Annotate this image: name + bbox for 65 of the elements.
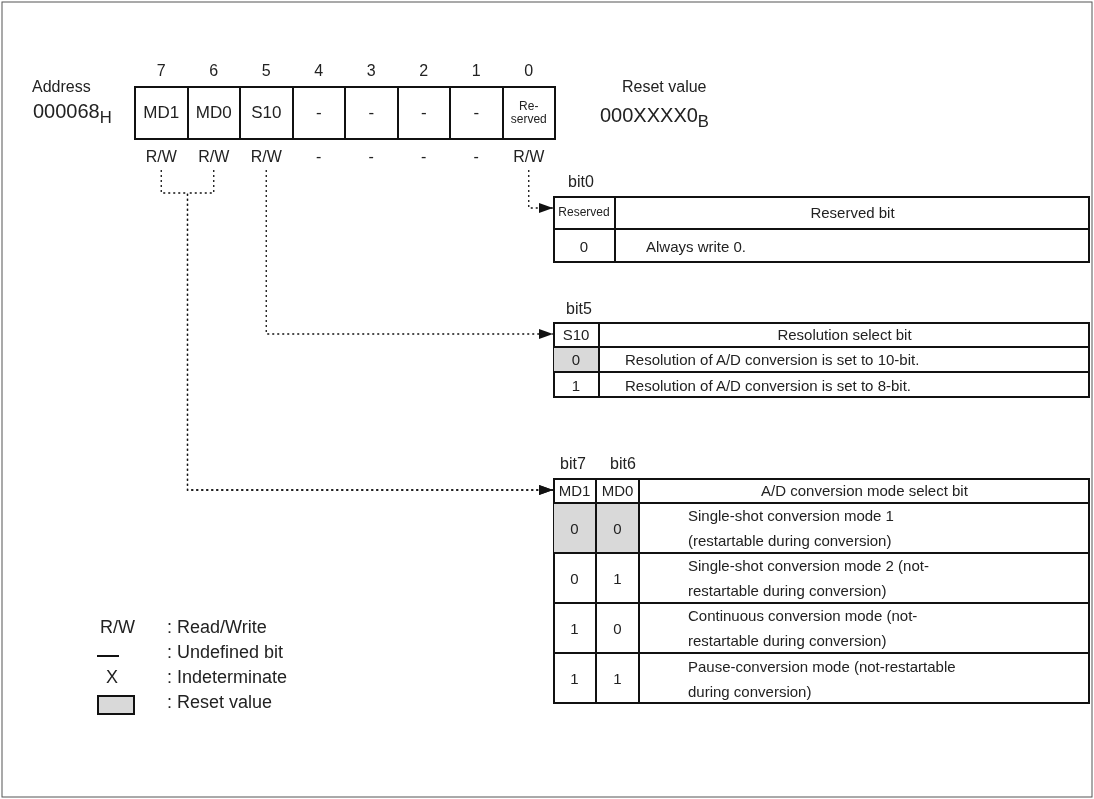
bit-name-cell: MD1: [553, 478, 596, 503]
bit-field-cell: Re- served: [501, 86, 556, 140]
value-cell: 0: [596, 603, 639, 653]
bit-field-cell: -: [449, 86, 504, 140]
dotted-arrow: [528, 169, 554, 213]
value-cell: 0: [553, 553, 596, 603]
bit-field-cell: S10: [239, 86, 294, 140]
bit-field-cell: -: [344, 86, 399, 140]
description-cell: Resolution of A/D conversion is set to 10-bit.: [599, 347, 1090, 372]
bit-field-cell: MD0: [186, 86, 241, 140]
bit-number: 6: [209, 62, 219, 80]
bit-name-cell: Reserved: [553, 196, 615, 229]
bit-number: 4: [314, 62, 324, 80]
header-cell: Reserved bit: [615, 196, 1090, 229]
value-cell: 0: [596, 503, 639, 553]
bit-number: 0: [524, 62, 534, 80]
description-cell: Always write 0.: [615, 229, 1090, 263]
value-cell: 1: [553, 372, 599, 398]
value-cell: 1: [553, 653, 596, 704]
bit-number: 7: [156, 62, 166, 80]
value-cell: 1: [553, 603, 596, 653]
reset-value-label: Reset value: [622, 78, 707, 96]
access-label: -: [473, 148, 479, 166]
bit-number: 1: [471, 62, 481, 80]
legend-symbol: X: [106, 667, 118, 688]
dotted-arrow: [265, 169, 554, 339]
bit-label: bit5: [566, 300, 592, 318]
legend-text: : Undefined bit: [167, 642, 284, 663]
bit-number: 3: [366, 62, 376, 80]
header-cell: Resolution select bit: [599, 322, 1090, 347]
bit-label: bit6: [610, 455, 636, 473]
value-cell: 1: [596, 553, 639, 603]
value-cell: 1: [596, 653, 639, 704]
header-cell: A/D conversion mode select bit: [639, 478, 1090, 503]
value-cell: 0: [553, 347, 599, 372]
legend-text: : Reset value: [167, 692, 273, 713]
bit-name-cell: S10: [553, 322, 599, 347]
access-label: R/W: [513, 148, 545, 166]
bit-number: 5: [261, 62, 271, 80]
address-value: 000068$_{H}$: [33, 100, 112, 128]
bit-field-cell: -: [291, 86, 346, 140]
bit-number: 2: [419, 62, 429, 80]
value-cell: 0: [553, 229, 615, 263]
access-label: -: [421, 148, 427, 166]
reset-value: 000XXXX0$_{B}$: [600, 104, 709, 132]
bit-label: bit0: [568, 173, 594, 191]
description-cell: Resolution of A/D conversion is set to 8-bit.: [599, 372, 1090, 398]
access-label: -: [316, 148, 322, 166]
description-cell: Pause-conversion mode (not-restartable during conversion): [639, 653, 1090, 704]
description-cell: Continuous conversion mode (not-restartable during conversion): [639, 603, 1090, 653]
value-cell: 0: [553, 503, 596, 553]
description-cell: Single-shot conversion mode 1 (restartable during conversion): [639, 503, 1090, 553]
bit-field-cell: -: [396, 86, 451, 140]
access-label: R/W: [198, 148, 230, 166]
bit-label: bit7: [560, 455, 586, 473]
legend-symbol: R/W: [100, 617, 135, 638]
access-label: -: [368, 148, 374, 166]
bit-field-cell: MD1: [134, 86, 189, 140]
access-label: R/W: [145, 148, 177, 166]
legend-text: : Indeterminate: [167, 667, 288, 688]
address-label: Address: [32, 78, 91, 96]
access-label: R/W: [250, 148, 282, 166]
bit-name-cell: MD0: [596, 478, 639, 503]
description-cell: Single-shot conversion mode 2 (not-restartable during conversion): [639, 553, 1090, 603]
legend-text: : Read/Write: [167, 617, 267, 638]
